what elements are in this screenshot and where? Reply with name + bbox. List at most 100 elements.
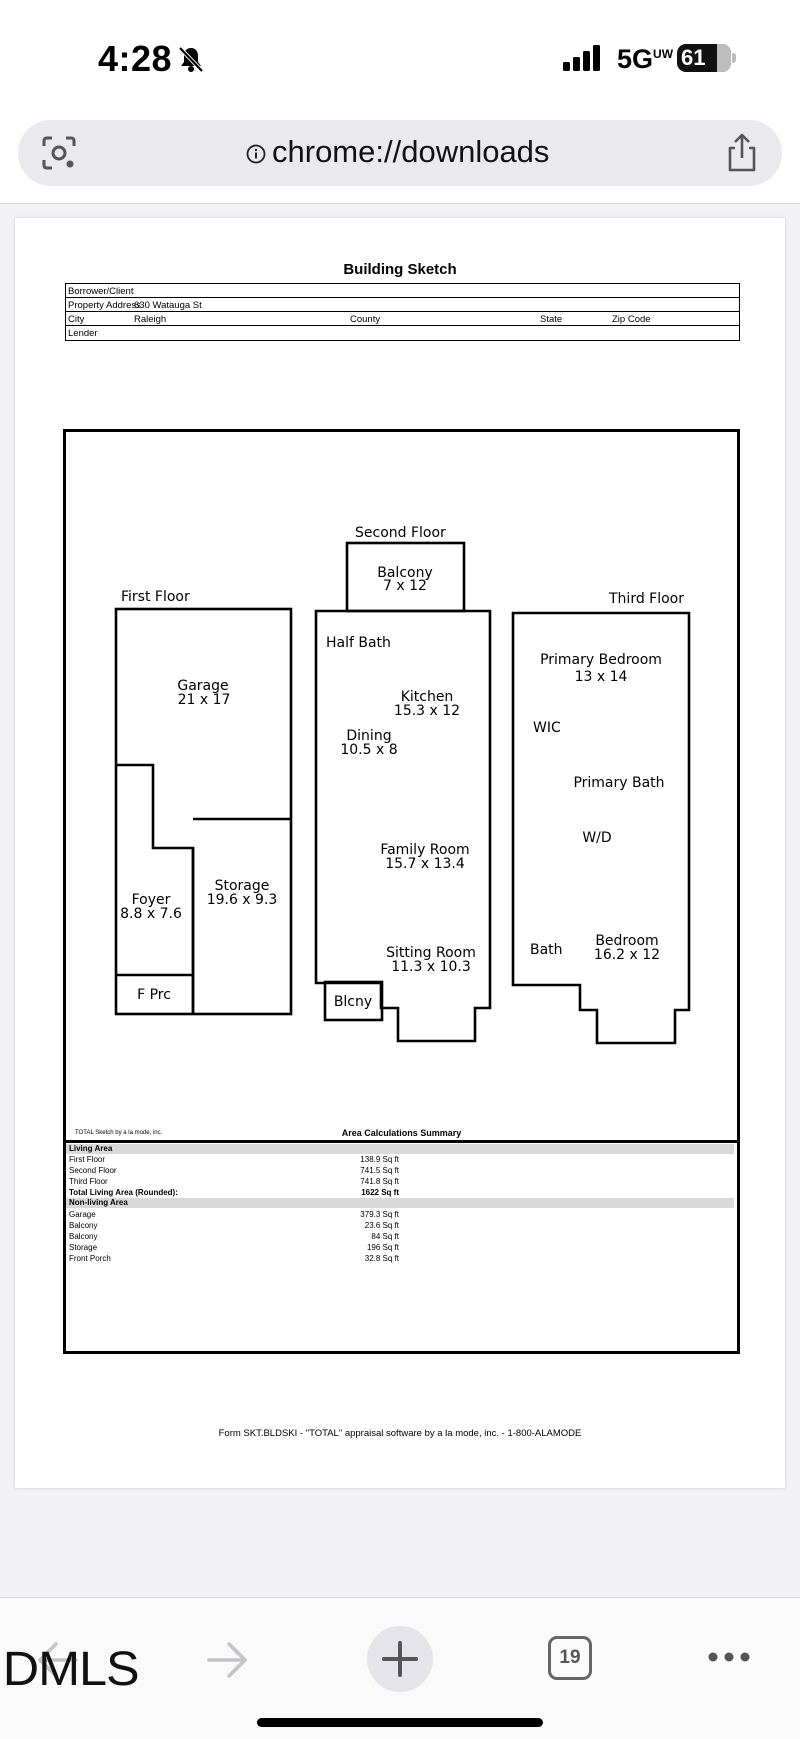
clock: 4:28 xyxy=(98,38,173,79)
summary-title: Area Calculations Summary xyxy=(341,1128,462,1138)
borrower-label: Borrower/Client xyxy=(68,286,134,297)
primary-bedroom-dim: 13 x 14 xyxy=(575,669,628,685)
sketch-credit: TOTAL Sketch by a la mode, inc. xyxy=(75,1130,163,1136)
foyer-dim: 8.8 x 7.6 xyxy=(120,906,182,922)
address-bar[interactable]: chrome://downloads xyxy=(18,120,782,186)
forward-arrow-icon[interactable] xyxy=(205,1638,251,1682)
summary-row-label: Balcony xyxy=(69,1232,98,1241)
garage-inner-wall xyxy=(116,763,195,1014)
family-room-label: Family Room xyxy=(380,842,469,858)
second-floor-outline xyxy=(314,609,492,1043)
share-icon[interactable] xyxy=(722,132,762,174)
address-label: Property Address xyxy=(68,300,141,311)
bedroom-dim: 16.2 x 12 xyxy=(594,947,660,963)
dining-dim: 10.5 x 8 xyxy=(340,742,397,758)
summary-row: Third Floor 741.8 Sq ft xyxy=(69,1176,729,1187)
small-balcony-outline xyxy=(323,980,384,1022)
half-bath-label: Half Bath xyxy=(326,635,391,651)
first-floor-label: First Floor xyxy=(121,589,190,605)
summary-row-label: Second Floor xyxy=(69,1166,117,1175)
summary-row-value: 741.8 Sq ft xyxy=(360,1177,399,1186)
summary-row-value: 741.5 Sq ft xyxy=(360,1166,399,1175)
url-text[interactable]: chrome://downloads xyxy=(272,134,550,169)
county-label: County xyxy=(350,314,381,325)
battery-empty-part xyxy=(717,44,731,72)
summary-row: Second Floor 741.5 Sq ft xyxy=(69,1165,729,1176)
form-footer: Form SKT.BLDSKI - "TOTAL" appraisal soft… xyxy=(218,1428,582,1439)
foyer-label: Foyer xyxy=(132,892,171,908)
browser-top-bar: chrome://downloads xyxy=(0,110,800,204)
front-porch-label: F Prc xyxy=(137,987,171,1003)
city-row: City Raleigh County State Zip Code xyxy=(66,312,739,326)
property-info-table: Borrower/Client Property Address 630 Wat… xyxy=(65,283,740,341)
summary-row: Garage 379.3 Sq ft xyxy=(69,1209,729,1220)
summary-row: Front Porch 32.8 Sq ft xyxy=(69,1253,729,1264)
back-arrow-icon[interactable] xyxy=(34,1638,80,1682)
browser-bottom-bar: 19 DMLS xyxy=(0,1597,800,1739)
zip-label: Zip Code xyxy=(612,314,651,325)
summary-row-value: 32.8 Sq ft xyxy=(364,1254,399,1263)
summary-row-value: 23.6 Sq ft xyxy=(364,1221,399,1230)
sketch-frame xyxy=(63,429,740,1354)
sitting-room-dim: 11.3 x 10.3 xyxy=(391,959,471,975)
storage-label: Storage xyxy=(215,878,270,894)
network-sup: UW xyxy=(653,47,674,61)
primary-bath-label: Primary Bath xyxy=(573,775,664,791)
summary-row: Storage 196 Sq ft xyxy=(69,1242,729,1253)
lender-row: Lender xyxy=(66,326,739,340)
summary-row-value: 138.9 Sq ft xyxy=(360,1155,399,1164)
summary-row-label: Storage xyxy=(69,1243,98,1252)
total-living-row: Total Living Area (Rounded): 1622 Sq ft xyxy=(69,1187,729,1198)
summary-row: Balcony 23.6 Sq ft xyxy=(69,1220,729,1231)
network-type: 5GUW xyxy=(617,44,673,75)
summary-row-value: 84 Sq ft xyxy=(371,1232,399,1241)
dmls-watermark: DMLS xyxy=(2,1643,140,1696)
storage-dim: 19.6 x 9.3 xyxy=(207,892,278,908)
summary-row-label: Balcony xyxy=(69,1221,98,1230)
sitting-room-label: Sitting Room xyxy=(386,945,476,961)
summary-row-value: 379.3 Sq ft xyxy=(360,1210,399,1219)
network-label: 5G xyxy=(617,44,654,74)
third-floor-outline xyxy=(511,611,691,1045)
plus-icon xyxy=(382,1641,418,1677)
battery-indicator: 61 xyxy=(677,44,731,72)
garage-dim: 21 x 17 xyxy=(178,692,231,708)
borrower-row: Borrower/Client xyxy=(66,284,739,298)
address-row: Property Address 630 Watauga St xyxy=(66,298,739,312)
document-title: Building Sketch xyxy=(343,261,457,278)
summary-row: First Floor 138.9 Sq ft xyxy=(69,1154,729,1165)
bell-slash-icon xyxy=(178,46,204,73)
battery-level: 61 xyxy=(681,45,706,70)
summary-row-label: First Floor xyxy=(69,1155,105,1164)
summary-row-label: Front Porch xyxy=(69,1254,111,1263)
total-living-label: Total Living Area (Rounded): xyxy=(69,1188,178,1197)
more-icon[interactable] xyxy=(706,1650,752,1664)
battery-nub xyxy=(732,53,736,63)
city-label: City xyxy=(68,314,85,325)
third-floor-label: Third Floor xyxy=(608,591,684,607)
summary-row-label: Third Floor xyxy=(69,1177,108,1186)
signal-bars-icon xyxy=(563,45,600,71)
status-bar: 4:28 5GUW 61 xyxy=(0,0,800,110)
address-value: 630 Watauga St xyxy=(134,300,202,311)
kitchen-dim: 15.3 x 12 xyxy=(394,703,460,719)
summary-row-value: 196 Sq ft xyxy=(366,1243,399,1252)
kitchen-label: Kitchen xyxy=(401,689,454,705)
second-floor-label: Second Floor xyxy=(355,525,446,541)
city-value: Raleigh xyxy=(134,314,167,325)
dining-label: Dining xyxy=(346,728,391,744)
lens-icon[interactable] xyxy=(40,134,78,172)
tab-switcher-button[interactable]: 19 xyxy=(548,1636,592,1680)
bath-label: Bath xyxy=(530,942,563,958)
summary-row-label: Garage xyxy=(69,1210,96,1219)
home-indicator[interactable] xyxy=(257,1718,543,1727)
nonliving-area-header: Non-living Area xyxy=(66,1198,734,1208)
summary-rule xyxy=(63,1140,740,1143)
new-tab-button[interactable] xyxy=(367,1626,433,1692)
primary-bedroom-label: Primary Bedroom xyxy=(540,652,662,668)
living-area-header: Living Area xyxy=(66,1144,734,1154)
document-page: Building Sketch Borrower/Client Property… xyxy=(15,218,785,1488)
summary-row: Balcony 84 Sq ft xyxy=(69,1231,729,1242)
floor-plan-sketch: First Floor Second Floor Third Floor Gar… xyxy=(114,525,691,1045)
info-icon[interactable] xyxy=(246,144,266,164)
